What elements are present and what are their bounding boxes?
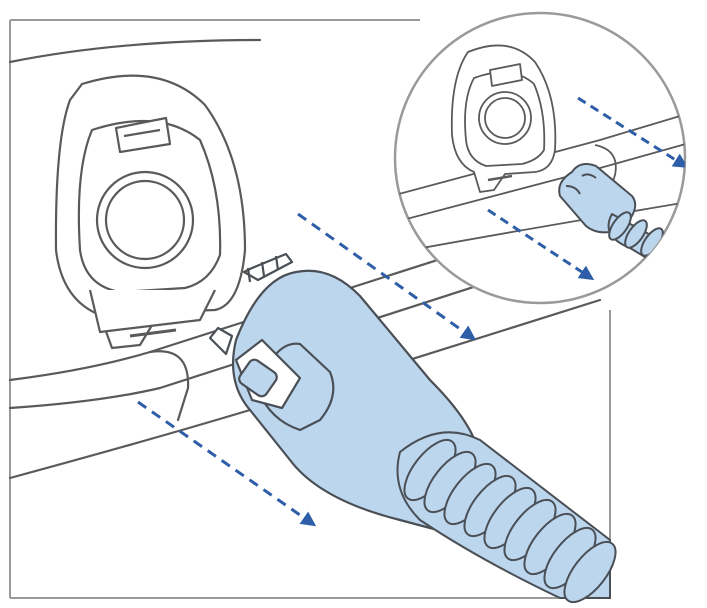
corrugated-hose-icon: [396, 431, 617, 604]
device-body: [8, 38, 602, 480]
direction-arrows: [137, 212, 477, 527]
direction-arrow-icon: [577, 96, 685, 169]
direction-arrow-icon: [297, 212, 477, 341]
direction-arrow-icon: [137, 400, 317, 527]
direction-arrow-icon: [487, 208, 595, 281]
air-outlet-port-icon: [54, 74, 247, 350]
inset-detail: [393, 11, 687, 305]
air-outlet-port-icon: [450, 44, 557, 193]
frame-border: [9, 19, 611, 599]
